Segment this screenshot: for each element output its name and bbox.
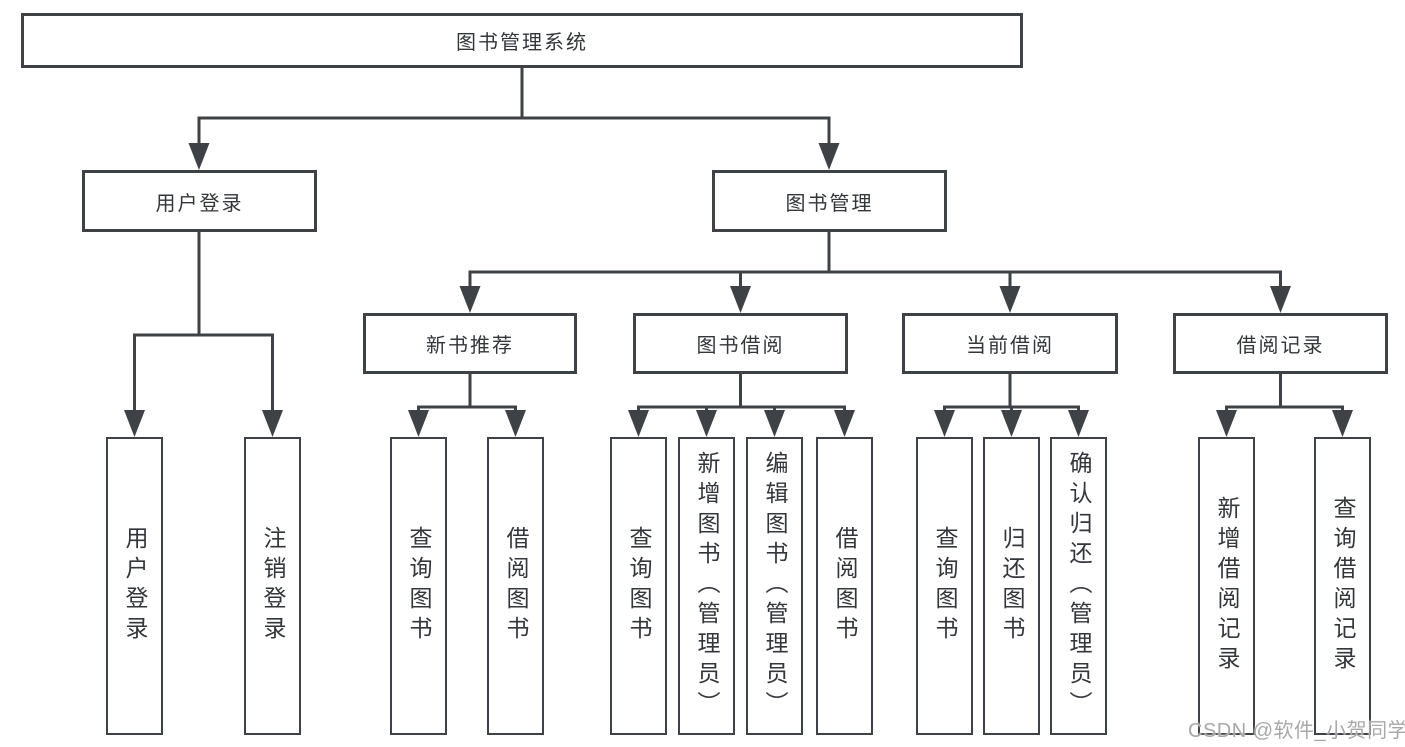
- node-book-borrowing: 图书借阅: [633, 313, 848, 374]
- leaf-edit-book-admin: 编辑图书（管理员）: [746, 437, 803, 735]
- arrowhead: [1216, 410, 1237, 437]
- arrowheads: [124, 143, 1353, 437]
- arrowhead: [262, 410, 283, 437]
- leaf-borrow-books-recommend: 借阅图书: [487, 437, 544, 735]
- arrowhead: [696, 410, 717, 437]
- arrowhead: [124, 410, 145, 437]
- leaf-logout: 注销登录: [244, 437, 301, 735]
- leaf-return-books: 归还图书: [983, 437, 1040, 735]
- leaf-add-book-admin: 新增图书（管理员）: [678, 437, 735, 735]
- arrowhead: [999, 286, 1021, 313]
- arrowhead: [628, 410, 649, 437]
- arrowhead: [505, 410, 526, 437]
- leaf-confirm-return-admin: 确认归还（管理员）: [1050, 437, 1107, 735]
- arrowhead: [730, 286, 751, 313]
- node-library-system-root: 图书管理系统: [21, 13, 1023, 68]
- connector-level3-bar: [468, 270, 1282, 290]
- connector-level2-bar: [197, 116, 831, 150]
- connector-records-bar: [1225, 405, 1344, 415]
- arrowhead: [188, 143, 210, 170]
- leaf-query-books-current: 查询图书: [916, 437, 973, 735]
- connector-userlogin-bar: [133, 333, 274, 415]
- node-new-book-recommendation: 新书推荐: [363, 313, 577, 374]
- csdn-watermark: CSDN @软件_小贺同学: [1188, 720, 1405, 742]
- node-borrowing-records: 借阅记录: [1173, 313, 1388, 374]
- leaf-add-borrow-record: 新增借阅记录: [1198, 437, 1255, 735]
- leaf-borrow-books-borrowing: 借阅图书: [816, 437, 873, 735]
- arrowhead: [1068, 410, 1089, 437]
- arrowhead: [1001, 410, 1022, 437]
- node-book-management: 图书管理: [712, 170, 947, 232]
- node-user-login: 用户登录: [82, 170, 317, 232]
- arrowhead: [1332, 410, 1353, 437]
- leaf-query-books-borrowing: 查询图书: [610, 437, 667, 735]
- arrowhead: [834, 410, 855, 437]
- leaf-user-login: 用户登录: [106, 437, 163, 735]
- leaf-query-borrow-record: 查询借阅记录: [1314, 437, 1371, 735]
- leaf-query-books-recommend: 查询图书: [390, 437, 447, 735]
- arrowhead: [459, 286, 481, 313]
- node-current-borrowing: 当前借阅: [902, 313, 1118, 374]
- arrowhead: [408, 410, 429, 437]
- arrowhead: [818, 143, 840, 170]
- arrowhead: [934, 410, 955, 437]
- connector-borrowing-bar: [637, 405, 846, 415]
- arrowhead: [1270, 286, 1291, 313]
- connector-recommend-bar: [417, 405, 517, 415]
- arrowhead: [764, 410, 785, 437]
